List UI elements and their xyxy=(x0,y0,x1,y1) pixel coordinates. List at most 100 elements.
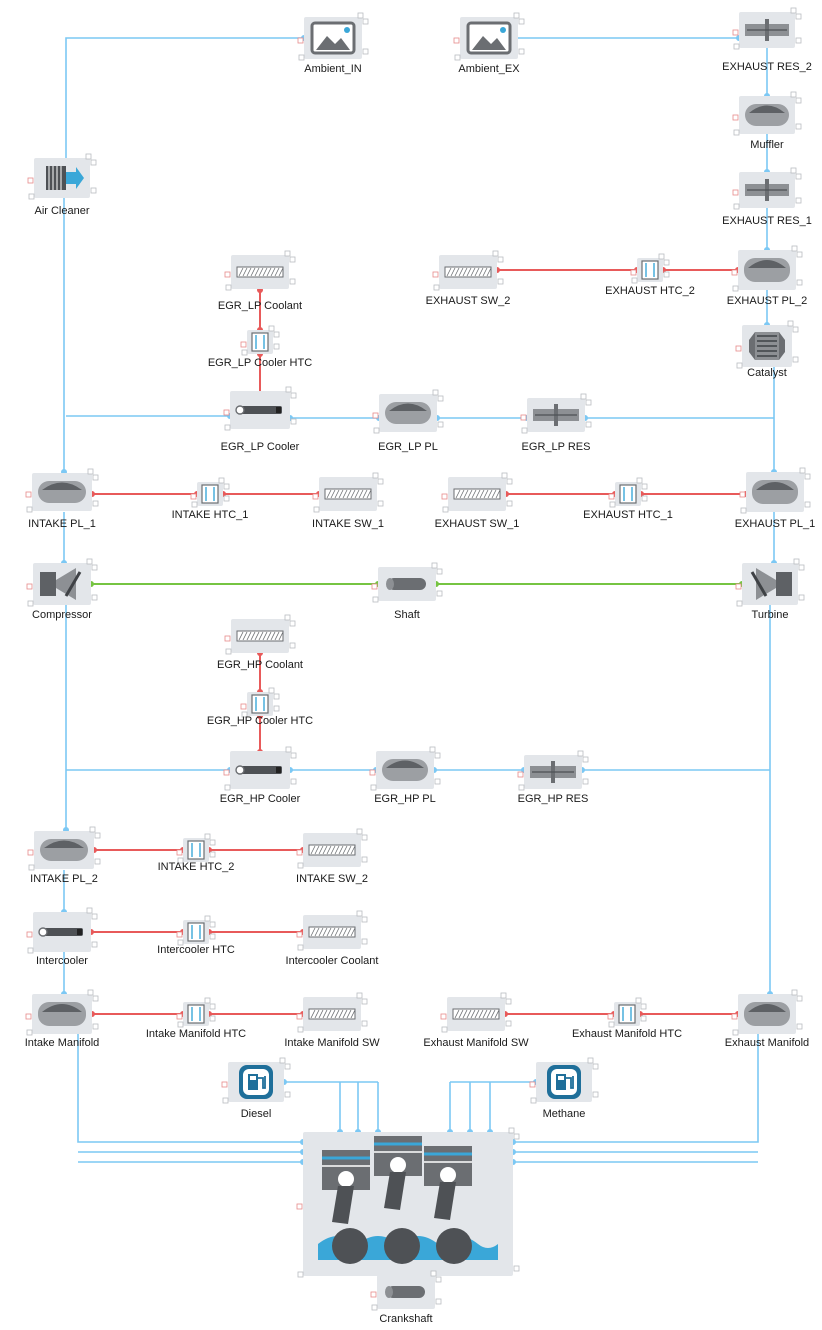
intercooler-component[interactable] xyxy=(26,907,98,954)
port-icon[interactable] xyxy=(27,947,34,954)
port-icon[interactable] xyxy=(176,931,183,938)
port-icon[interactable] xyxy=(297,862,304,869)
port-icon[interactable] xyxy=(792,356,799,363)
port-icon[interactable] xyxy=(530,1097,537,1104)
methane-component[interactable] xyxy=(529,1057,599,1104)
port-icon[interactable] xyxy=(87,989,94,996)
intake-pl-2-component[interactable] xyxy=(27,826,101,871)
port-icon[interactable] xyxy=(371,583,378,590)
exhaust-sw-1-component[interactable] xyxy=(441,472,513,513)
port-icon[interactable] xyxy=(501,472,508,479)
port-icon[interactable] xyxy=(577,750,584,757)
egr-hp-coolant-component[interactable] xyxy=(224,614,296,655)
port-icon[interactable] xyxy=(795,37,802,44)
port-icon[interactable] xyxy=(732,114,739,121)
intercooler-coolant-component[interactable] xyxy=(296,910,368,951)
port-icon[interactable] xyxy=(732,29,739,36)
port-icon[interactable] xyxy=(268,687,275,694)
port-icon[interactable] xyxy=(204,915,211,922)
port-icon[interactable] xyxy=(513,1265,520,1272)
port-icon[interactable] xyxy=(369,769,376,776)
exhaust-res-1-component[interactable] xyxy=(732,167,802,210)
compressor-component[interactable] xyxy=(26,558,98,607)
methane-to-engine-link[interactable] xyxy=(449,1081,536,1132)
egr-hp-cooler-component[interactable] xyxy=(223,746,297,791)
port-icon[interactable] xyxy=(204,833,211,840)
port-icon[interactable] xyxy=(608,1021,615,1028)
port-icon[interactable] xyxy=(209,1003,216,1010)
port-icon[interactable] xyxy=(641,495,648,502)
port-icon[interactable] xyxy=(793,558,800,565)
port-icon[interactable] xyxy=(90,159,97,166)
port-icon[interactable] xyxy=(284,614,291,621)
ambient-in-to-air-cleaner-link[interactable] xyxy=(65,37,304,160)
port-icon[interactable] xyxy=(587,1057,594,1064)
port-icon[interactable] xyxy=(298,54,305,61)
port-icon[interactable] xyxy=(640,1015,647,1022)
port-icon[interactable] xyxy=(273,343,280,350)
port-icon[interactable] xyxy=(273,693,280,700)
port-icon[interactable] xyxy=(437,395,444,402)
port-icon[interactable] xyxy=(736,362,743,369)
port-icon[interactable] xyxy=(223,483,230,490)
port-icon[interactable] xyxy=(91,941,98,948)
port-icon[interactable] xyxy=(442,506,449,513)
port-icon[interactable] xyxy=(297,1271,304,1278)
intake-htc-1-component[interactable] xyxy=(190,477,230,508)
port-icon[interactable] xyxy=(799,467,806,474)
port-icon[interactable] xyxy=(796,995,803,1002)
port-icon[interactable] xyxy=(435,1276,442,1283)
port-icon[interactable] xyxy=(733,129,740,136)
port-icon[interactable] xyxy=(372,412,379,419)
port-icon[interactable] xyxy=(740,507,747,514)
port-icon[interactable] xyxy=(508,1127,515,1134)
port-icon[interactable] xyxy=(585,399,592,406)
port-icon[interactable] xyxy=(513,1133,520,1140)
port-icon[interactable] xyxy=(225,648,232,655)
catalyst-component[interactable] xyxy=(735,320,799,369)
port-icon[interactable] xyxy=(176,1013,183,1020)
port-icon[interactable] xyxy=(518,48,525,55)
shaft-component[interactable] xyxy=(371,562,443,603)
exhaust-pl-2-component[interactable] xyxy=(731,245,803,292)
port-icon[interactable] xyxy=(580,393,587,400)
port-icon[interactable] xyxy=(218,477,225,484)
port-icon[interactable] xyxy=(732,189,739,196)
port-icon[interactable] xyxy=(90,187,97,194)
port-icon[interactable] xyxy=(796,1023,803,1030)
port-icon[interactable] xyxy=(733,203,740,210)
port-icon[interactable] xyxy=(441,493,448,500)
port-icon[interactable] xyxy=(284,250,291,257)
engine-component[interactable] xyxy=(296,1127,520,1278)
port-icon[interactable] xyxy=(224,271,231,278)
exhaust-htc-2-component[interactable] xyxy=(630,253,670,284)
port-icon[interactable] xyxy=(435,1298,442,1305)
port-icon[interactable] xyxy=(631,277,638,284)
port-icon[interactable] xyxy=(296,1013,303,1020)
port-icon[interactable] xyxy=(582,778,589,785)
port-icon[interactable] xyxy=(296,849,303,856)
port-icon[interactable] xyxy=(795,173,802,180)
port-icon[interactable] xyxy=(222,1097,229,1104)
egr-lp-cooler-htc-component[interactable] xyxy=(240,325,280,356)
port-icon[interactable] xyxy=(804,501,811,508)
port-icon[interactable] xyxy=(373,427,380,434)
port-icon[interactable] xyxy=(372,596,379,603)
port-icon[interactable] xyxy=(790,91,797,98)
port-icon[interactable] xyxy=(204,997,211,1004)
intercooler-htc-component[interactable] xyxy=(176,915,216,946)
port-icon[interactable] xyxy=(190,493,197,500)
port-icon[interactable] xyxy=(224,635,231,642)
port-icon[interactable] xyxy=(289,642,296,649)
port-icon[interactable] xyxy=(787,320,794,327)
egr-lp-res-component[interactable] xyxy=(520,393,592,434)
port-icon[interactable] xyxy=(268,325,275,332)
port-icon[interactable] xyxy=(297,944,304,951)
port-icon[interactable] xyxy=(609,501,616,508)
port-icon[interactable] xyxy=(285,746,292,753)
intake-manifold-sw-component[interactable] xyxy=(296,992,368,1033)
port-icon[interactable] xyxy=(223,409,230,416)
port-icon[interactable] xyxy=(796,251,803,258)
port-icon[interactable] xyxy=(663,271,670,278)
intake-sw-1-component[interactable] xyxy=(312,472,384,513)
